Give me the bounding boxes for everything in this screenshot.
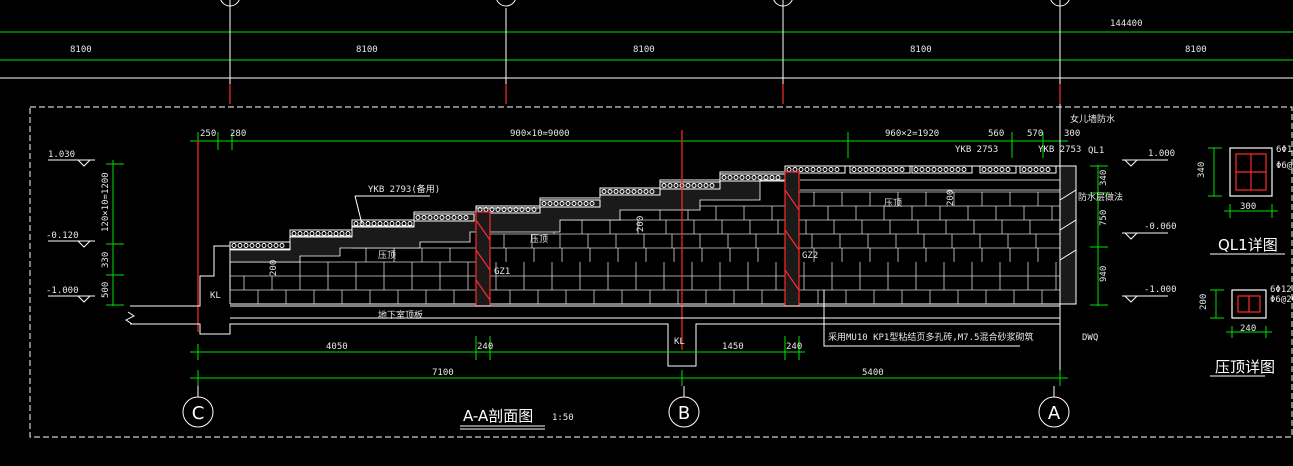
dim-560: 560 <box>988 129 1004 139</box>
end-wall <box>1059 165 1077 305</box>
ql1-width: 300 <box>1240 202 1256 212</box>
precast-slabs <box>229 165 1057 250</box>
left-vdim-500: 500 <box>101 282 111 298</box>
right-level-3: -1.000 <box>1144 285 1177 295</box>
axis-label-b: B <box>678 403 690 424</box>
precast-slab <box>539 199 601 208</box>
precast-slab <box>599 187 661 196</box>
axis-label-a: A <box>1048 403 1061 424</box>
ql1-title: QL1详图 <box>1218 236 1278 254</box>
column-gz1 <box>475 211 491 307</box>
coping-bar-1: 6Φ12 <box>1270 285 1292 295</box>
bottom-dim-5400: 5400 <box>862 368 884 378</box>
ql1-height: 340 <box>1197 162 1207 178</box>
coping-width: 240 <box>1240 324 1256 334</box>
column-gz2 <box>784 171 800 307</box>
fill-note: 防水层做法 <box>1078 191 1123 203</box>
ql1-bar-2: Φ6@200 <box>1276 161 1293 171</box>
kl-left-label: KL <box>210 291 221 301</box>
section-scale: 1:50 <box>552 413 574 423</box>
bottom-dim-4050: 4050 <box>326 342 348 352</box>
precast-slab <box>229 241 291 250</box>
ql1-detail <box>1208 147 1285 255</box>
ykb-right-label-2: YKB 2753 <box>1038 145 1081 155</box>
precast-slab <box>289 229 353 238</box>
bottom-dim-7100: 7100 <box>432 368 454 378</box>
top-dimension-lines <box>0 0 1293 104</box>
axis-label-c: C <box>192 403 205 424</box>
span-dimension-2: 8100 <box>356 45 378 55</box>
coping-detail <box>1210 289 1272 377</box>
base-note: 地下室顶板 <box>378 309 423 321</box>
span-dimension-5: 8100 <box>1185 45 1207 55</box>
ykb-left-label: YKB 2793(备用) <box>368 183 440 195</box>
ql1-bar-1: 6Φ12 <box>1276 145 1293 155</box>
gz1-label: GZ1 <box>494 267 510 277</box>
precast-slab <box>979 165 1017 174</box>
axis-bubble-c <box>182 396 214 428</box>
kl-mid-label: KL <box>674 337 685 347</box>
ql1-label: QL1 <box>1088 146 1104 156</box>
top-total-dimension: 144400 <box>1110 19 1143 29</box>
dim-570: 570 <box>1027 129 1043 139</box>
ykb-right-label-1: YKB 2753 <box>955 145 998 155</box>
left-vdim-1200: 120×10=1200 <box>101 172 111 232</box>
right-level-marks <box>1090 159 1168 306</box>
axis-bubble-b <box>668 396 700 428</box>
mark-yd-3: 压顶 <box>884 198 902 209</box>
left-level-1: 1.030 <box>48 150 75 160</box>
precast-slab <box>659 181 721 190</box>
coping-title: 压顶详图 <box>1215 358 1275 376</box>
dim-280: 280 <box>230 129 246 139</box>
precast-slab <box>1019 165 1057 174</box>
dim-250: 250 <box>200 129 216 139</box>
wall-note: 采用MU10 KP1型粘结页多孔砖,M7.5混合砂浆砌筑 <box>828 331 1033 343</box>
bottom-dim-240a: 240 <box>477 342 493 352</box>
right-vdim-940: 940 <box>1099 266 1109 282</box>
dim-9000: 900×10=9000 <box>510 129 570 139</box>
precast-slab <box>413 213 475 222</box>
axis-bubble-a <box>1038 396 1070 428</box>
coping-height: 200 <box>1199 294 1209 310</box>
span-dimension-4: 8100 <box>910 45 932 55</box>
left-vdim-330: 330 <box>101 252 111 268</box>
section-title: A-A剖面图 <box>463 407 533 425</box>
mark-yd-1: 压顶 <box>378 250 396 261</box>
bottom-dim-1450: 1450 <box>722 342 744 352</box>
coping-bar-2: Φ6@200 <box>1270 295 1293 305</box>
right-level-2: -0.060 <box>1144 222 1177 232</box>
span-dimension-3: 8100 <box>633 45 655 55</box>
brick-wall <box>229 165 1061 305</box>
right-vdim-750: 750 <box>1099 210 1109 226</box>
mark-200-b: 200 <box>636 216 646 232</box>
bottom-dimension-lines <box>190 336 1068 386</box>
ykb-left-leader-2 <box>354 195 363 225</box>
mark-yd-2: 压顶 <box>530 234 548 245</box>
mark-200-c: 200 <box>946 190 956 206</box>
precast-slab <box>911 165 973 174</box>
bottom-dim-240b: 240 <box>786 342 802 352</box>
precast-slab <box>849 165 911 174</box>
precast-slab <box>719 173 786 182</box>
left-level-3: -1.000 <box>46 286 79 296</box>
dwq-label: DWQ <box>1082 333 1098 343</box>
wall-note-leader <box>823 290 1020 347</box>
top-note: 女儿墙防水 <box>1070 113 1115 125</box>
left-level-2: -0.120 <box>46 231 79 241</box>
span-dimension-1: 8100 <box>70 45 92 55</box>
section-frame <box>29 106 1293 438</box>
mark-200-a: 200 <box>269 260 279 276</box>
dim-1920: 960×2=1920 <box>885 129 939 139</box>
right-vdim-340: 340 <box>1099 170 1109 186</box>
gz2-label: GZ2 <box>802 251 818 261</box>
right-level-1: 1.000 <box>1148 149 1175 159</box>
dim-300: 300 <box>1064 129 1080 139</box>
precast-slab <box>475 205 541 214</box>
left-level-marks <box>48 159 124 306</box>
base-slab <box>125 245 1060 367</box>
precast-slab <box>351 219 415 228</box>
